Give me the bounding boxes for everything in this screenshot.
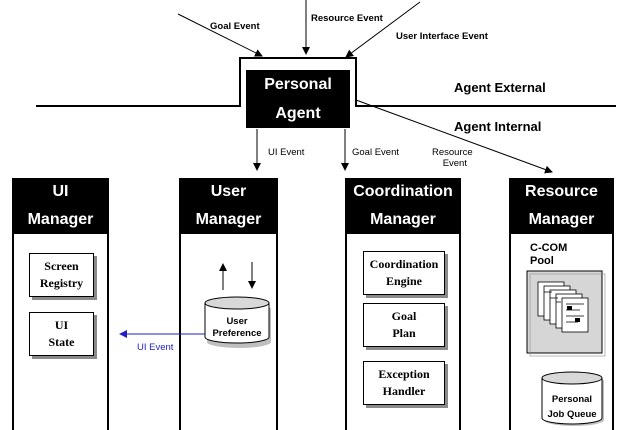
goal-event-internal-label: Goal Event — [352, 147, 399, 158]
c-com-pool-icon — [526, 270, 606, 357]
ui-state-line1: UI — [54, 318, 69, 332]
resource-event-internal-arrow — [355, 99, 553, 174]
coordination-engine-line2: Engine — [385, 274, 422, 288]
resource-event-internal-line2: Event — [442, 158, 467, 169]
goal-event-arrow — [177, 13, 263, 57]
ui-manager-title2: Manager — [27, 211, 94, 228]
goal-plan-line2: Plan — [392, 326, 416, 340]
ui-manager-header: UI Manager — [13, 178, 108, 234]
user-preference-label: User Preference — [205, 316, 269, 340]
job-queue-cylinder — [541, 371, 604, 426]
personal-agent-box: Personal Agent — [246, 70, 350, 128]
resource-event-internal-label: Resource Event — [432, 147, 473, 169]
exception-handler-line2: Handler — [382, 384, 426, 398]
coordination-engine-line1: Coordination — [369, 257, 439, 271]
c-com-pool-line2: Pool — [530, 255, 554, 267]
c-com-pool-label: C-COM Pool — [530, 242, 567, 268]
resource-manager-title2: Manager — [528, 211, 595, 228]
coordination-manager-title1: Coordination — [353, 183, 453, 200]
user-manager-title1: User — [210, 183, 247, 200]
user-interface-event-label: User Interface Event — [396, 31, 488, 42]
resource-event-label: Resource Event — [311, 13, 383, 24]
coordination-engine-box: Coordination Engine — [363, 251, 445, 295]
ui-manager-title1: UI — [52, 183, 69, 200]
goal-plan-box: Goal Plan — [363, 303, 445, 347]
goal-plan-line1: Goal — [391, 309, 417, 323]
personal-agent-line1: Personal — [264, 76, 332, 93]
screen-registry-box: Screen Registry — [29, 253, 94, 297]
personal-agent-line2: Agent — [275, 105, 321, 122]
user-manager-title2: Manager — [195, 211, 262, 228]
ui-event-arrow — [345, 1, 421, 58]
exception-handler-line1: Exception — [378, 367, 430, 381]
job-queue-line2: Job Queue — [547, 409, 597, 420]
screen-registry-line2: Registry — [39, 276, 84, 290]
resource-manager-header: Resource Manager — [510, 178, 613, 234]
exception-handler-box: Exception Handler — [363, 361, 445, 405]
job-queue-line1: Personal — [551, 394, 593, 405]
goal-event-label: Goal Event — [210, 21, 260, 32]
user-preference-cylinder — [204, 296, 271, 348]
ui-state-box: UI State — [29, 312, 94, 356]
ui-event-internal-label: UI Event — [268, 147, 305, 158]
agent-external-label: Agent External — [454, 80, 546, 95]
agent-internal-label: Agent Internal — [454, 119, 542, 134]
user-preference-line2: Preference — [212, 328, 262, 339]
resource-event-internal-line1: Resource — [432, 147, 473, 158]
agent-boundary-line — [36, 57, 616, 107]
coordination-manager-title2: Manager — [370, 211, 436, 228]
screen-registry-line1: Screen — [44, 259, 79, 273]
c-com-pool-line1: C-COM — [530, 242, 568, 254]
coordination-manager-header: Coordination Manager — [346, 178, 460, 234]
ui-event-link-label: UI Event — [137, 342, 174, 353]
resource-manager-title1: Resource — [525, 183, 598, 200]
job-queue-label: Personal Job Queue — [542, 392, 602, 422]
user-manager-header: User Manager — [180, 178, 277, 234]
ui-state-line2: State — [48, 335, 75, 349]
user-preference-line1: User — [226, 316, 248, 327]
